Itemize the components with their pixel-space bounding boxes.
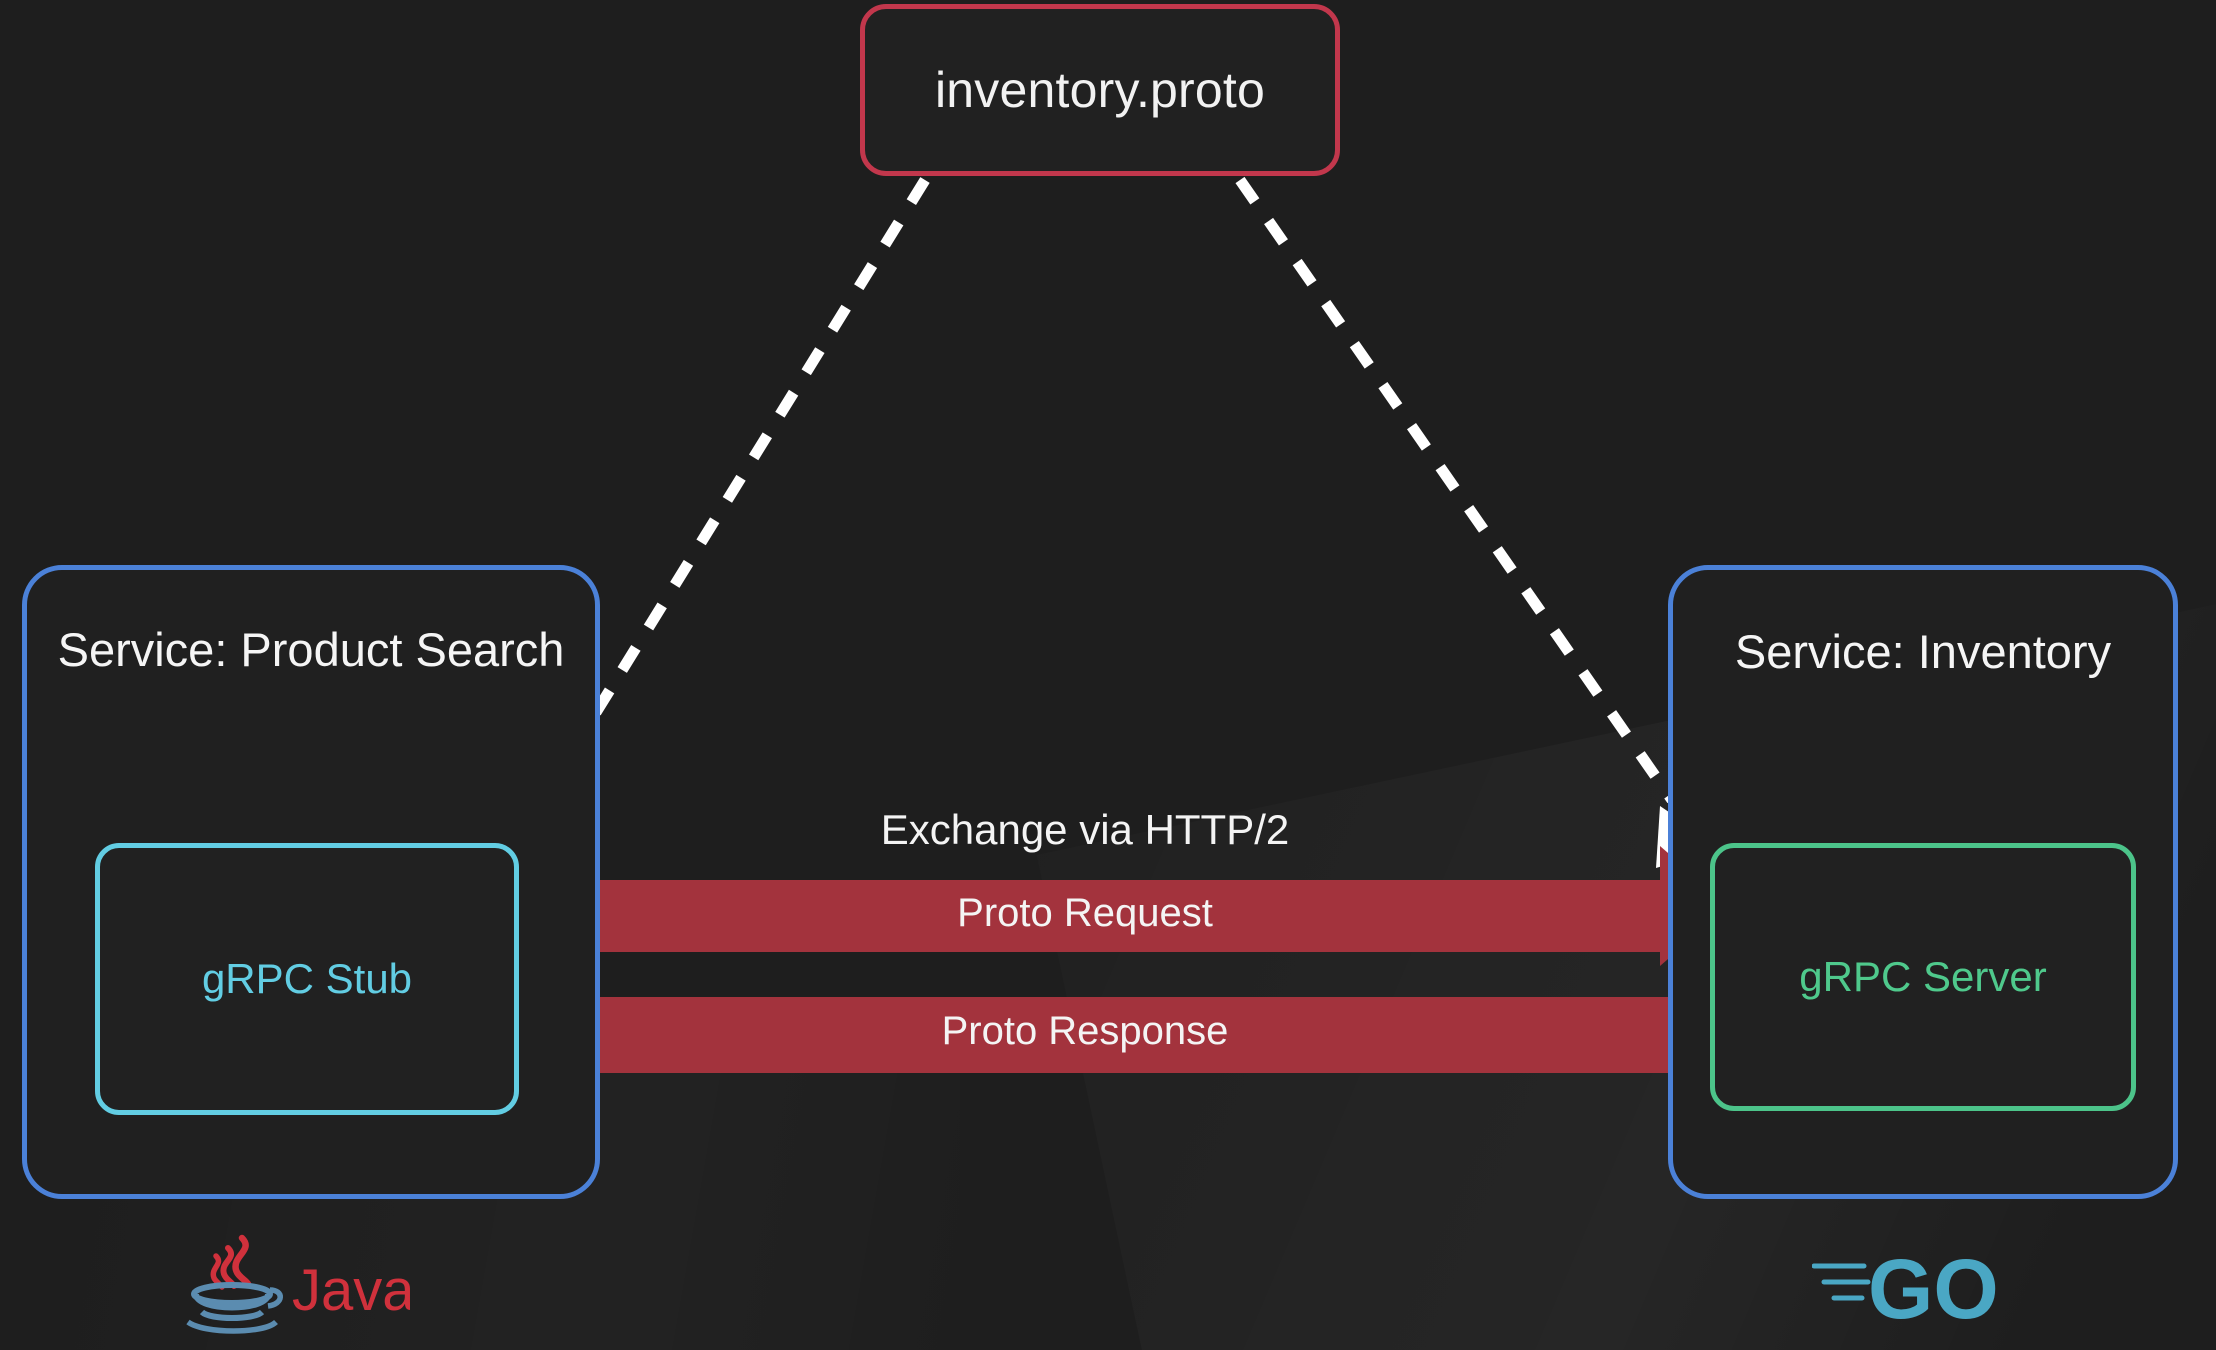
proto-response-label: Proto Response xyxy=(941,1009,1229,1053)
service-box-inventory[interactable]: Service: Inventory gRPC Server xyxy=(1668,565,2178,1199)
contract-link-to-server xyxy=(1235,176,1722,868)
go-wordmark: GO xyxy=(1868,1242,1999,1328)
proto-contract-label: inventory.proto xyxy=(934,62,1266,118)
proto-request-label: Proto Request xyxy=(957,891,1213,935)
service-title-inventory: Service: Inventory xyxy=(1734,625,2112,678)
java-steam-icon xyxy=(210,1234,252,1290)
java-wordmark: Java xyxy=(292,1258,410,1323)
grpc-stub-box[interactable]: gRPC Stub xyxy=(95,843,519,1115)
java-cup-icon xyxy=(186,1282,283,1334)
go-speedlines-icon xyxy=(1811,1263,1871,1301)
go-logo: GO xyxy=(1811,1238,2032,1336)
proto-contract-box[interactable]: inventory.proto xyxy=(860,4,1340,176)
service-title-product-search: Service: Product Search xyxy=(57,623,565,676)
service-box-product-search[interactable]: Service: Product Search gRPC Stub xyxy=(22,565,600,1199)
grpc-server-label: gRPC Server xyxy=(1799,953,2047,1000)
exchange-protocol-label: Exchange via HTTP/2 xyxy=(880,806,1290,853)
java-logo: Java xyxy=(180,1228,415,1338)
grpc-stub-label: gRPC Stub xyxy=(201,955,413,1002)
grpc-server-box[interactable]: gRPC Server xyxy=(1710,843,2136,1111)
